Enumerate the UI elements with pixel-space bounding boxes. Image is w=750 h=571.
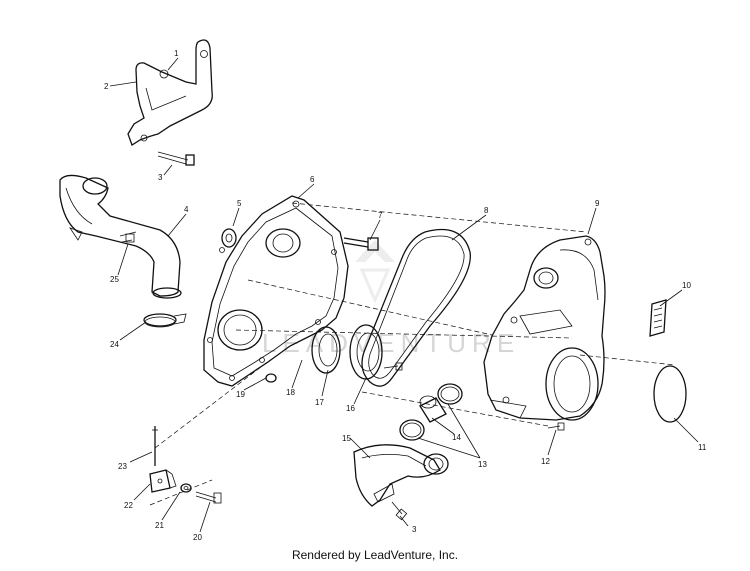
callout-24: 24	[110, 340, 119, 349]
callout-1: 1	[174, 49, 179, 58]
drive-belt	[361, 228, 471, 387]
callout-25: 25	[110, 275, 119, 284]
credit-line: Rendered by LeadVenture, Inc.	[291, 548, 459, 562]
callout-6: 6	[310, 175, 315, 184]
washer-21	[180, 483, 192, 493]
callout-13: 13	[478, 460, 487, 469]
callout-20: 20	[193, 533, 202, 542]
callout-19: 19	[236, 390, 245, 399]
outer-clutch-cover	[483, 235, 606, 421]
watermark-logo	[355, 240, 395, 304]
hose-clamps	[399, 383, 463, 441]
mounting-bracket	[127, 39, 213, 166]
callout-9: 9	[595, 199, 600, 208]
screw-12	[547, 422, 565, 431]
warning-decal	[649, 299, 667, 337]
outlet-duct	[353, 444, 449, 507]
washer	[221, 228, 237, 248]
inner-clutch-cover	[203, 195, 349, 387]
callout-17: 17	[315, 398, 324, 407]
callout-5: 5	[237, 199, 242, 208]
bolt	[343, 237, 379, 251]
callout-15: 15	[342, 434, 351, 443]
callout-16: 16	[346, 404, 355, 413]
assembly-lines	[149, 202, 676, 506]
callout-18: 18	[286, 388, 295, 397]
callout-8: 8	[484, 206, 489, 215]
callout-21: 21	[155, 521, 164, 530]
callout-12: 12	[541, 457, 550, 466]
hose-clamp	[143, 313, 187, 328]
watermark-text: LEADVENTURE	[262, 328, 520, 358]
seal-ring	[311, 326, 341, 374]
bearing-plate	[349, 324, 383, 380]
callout-10: 10	[682, 281, 691, 290]
small-washer	[265, 373, 277, 383]
screw-16	[383, 362, 403, 371]
bolt-lower	[391, 501, 408, 521]
callout-23: 23	[118, 462, 127, 471]
rod-23	[152, 426, 158, 466]
callout-4: 4	[184, 205, 189, 214]
intake-duct	[59, 174, 182, 299]
mount-bracket-22	[149, 469, 177, 493]
coupling-sleeve	[419, 395, 447, 423]
callout-2: 2	[104, 82, 109, 91]
callout-7: 7	[378, 211, 383, 220]
callout-22: 22	[124, 501, 133, 510]
leader-lines	[109, 57, 699, 533]
callout-11: 11	[698, 443, 707, 452]
callout-3-lower: 3	[412, 525, 417, 534]
callout-14: 14	[452, 433, 461, 442]
bolt-20	[195, 491, 222, 504]
callout-3: 3	[158, 173, 163, 182]
gasket-disc	[653, 365, 687, 423]
